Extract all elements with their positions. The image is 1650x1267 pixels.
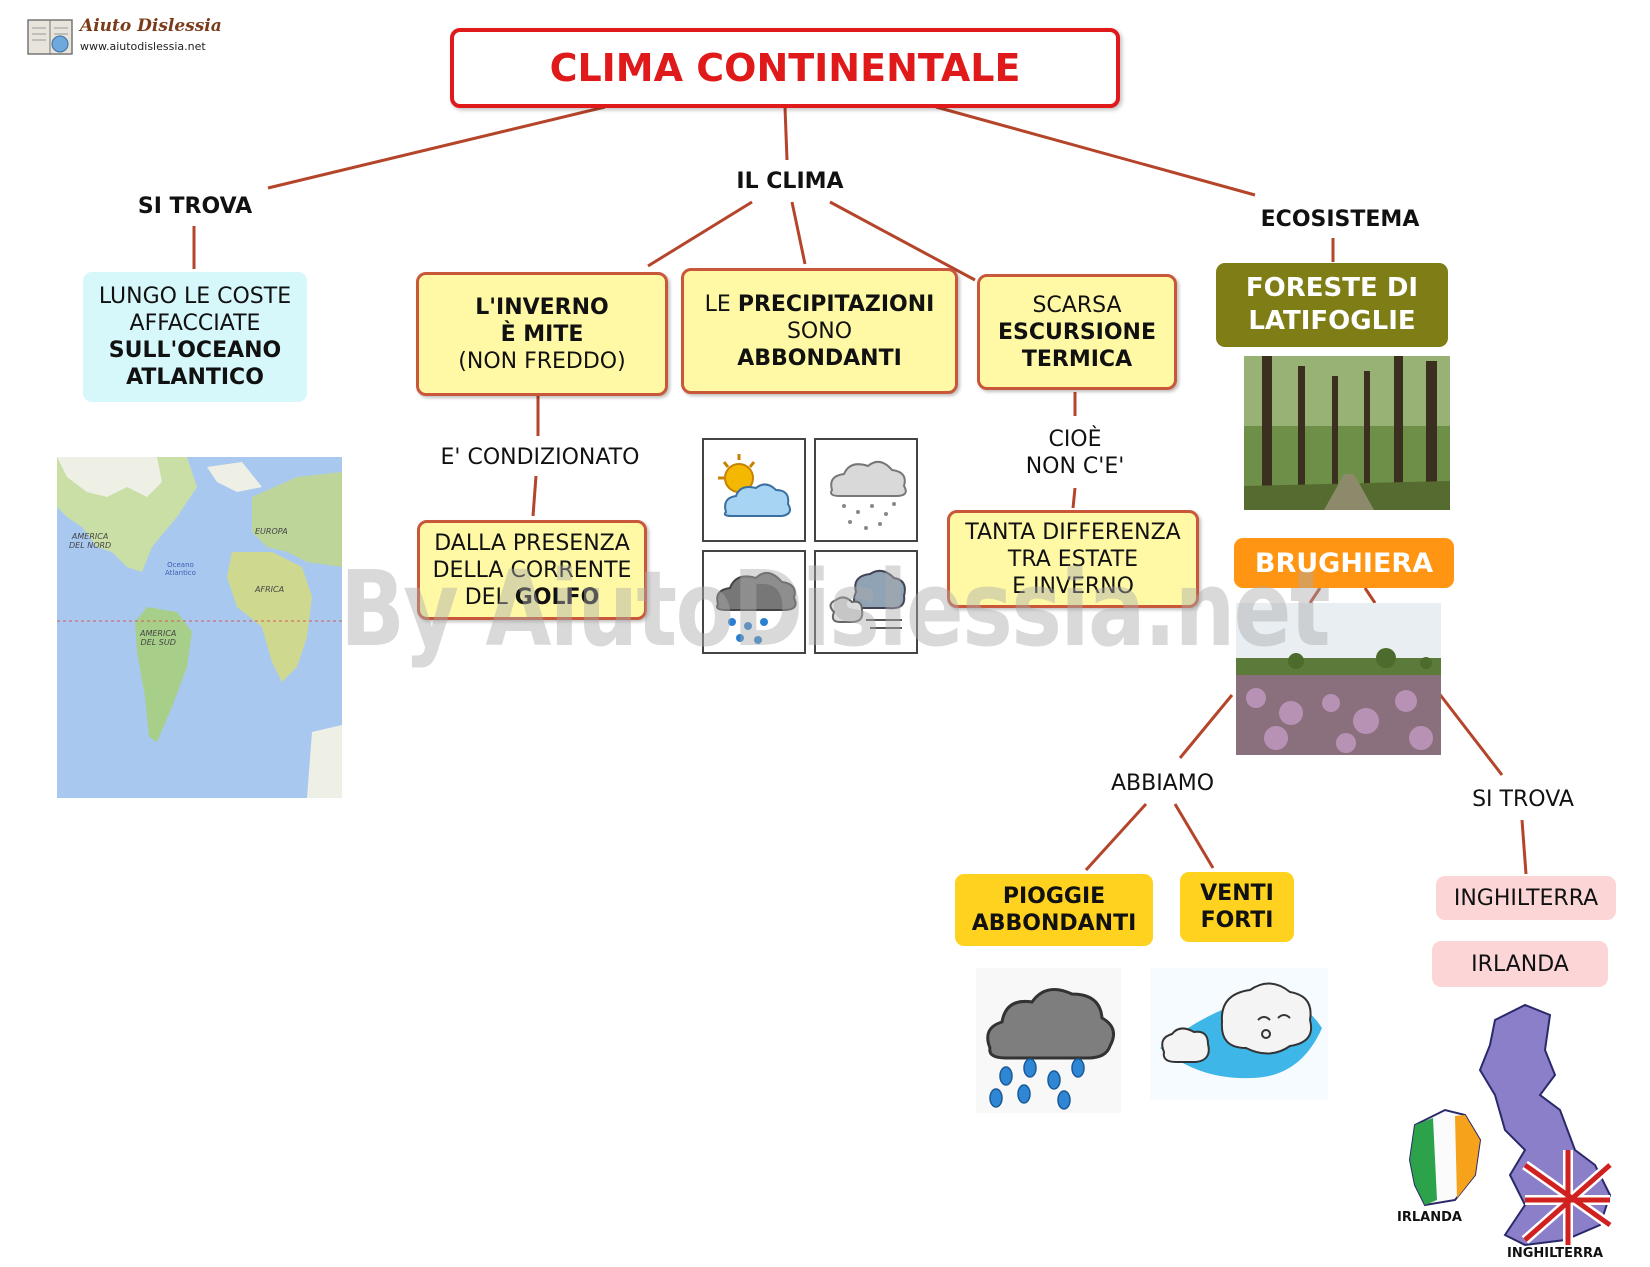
precipitazioni-line1-b: PRECIPITAZIONI	[737, 291, 935, 317]
snow-cloud-icon	[814, 438, 918, 542]
precipitazioni-line1-a: LE	[704, 291, 738, 317]
map-america-sud-2: DEL SUD	[140, 638, 176, 647]
coste-box: LUNGO LE COSTE AFFACCIATE SULL'OCEANO AT…	[83, 272, 307, 402]
differenza-line3: E INVERNO	[1012, 573, 1134, 599]
logo-url: www.aiutodislessia.net	[80, 40, 206, 53]
label-cioe: CIOÈ NON C'E'	[990, 426, 1160, 480]
rain-cloud-icon	[702, 550, 806, 654]
precipitazioni-box: LE PRECIPITAZIONI SONO ABBONDANTI	[681, 268, 958, 394]
differenza-line2: TRA ESTATE	[1007, 546, 1139, 572]
uk-map: IRLANDA INGHILTERRA	[1385, 1000, 1621, 1262]
venti-line2: FORTI	[1200, 908, 1274, 933]
forest-image	[1244, 356, 1450, 510]
label-il-clima: IL CLIMA	[736, 169, 844, 194]
differenza-box: TANTA DIFFERENZA TRA ESTATE E INVERNO	[947, 510, 1199, 608]
irlanda-label: IRLANDA	[1471, 951, 1569, 977]
coste-line3: SULL'OCEANO	[108, 338, 282, 363]
foreste-line1: FORESTE DI	[1245, 273, 1419, 303]
label-si-trova: SI TROVA	[137, 194, 253, 219]
brughiera-box: BRUGHIERA	[1234, 538, 1454, 588]
venti-box: VENTI FORTI	[1180, 872, 1294, 942]
golfo-box: DALLA PRESENZA DELLA CORRENTE DEL GOLFO	[417, 520, 647, 620]
cioe-line2: NON C'E'	[1025, 454, 1125, 479]
brughiera-label: BRUGHIERA	[1254, 547, 1434, 579]
cioe-line1: CIOÈ	[1048, 427, 1102, 452]
label-condizionato: E' CONDIZIONATO	[440, 445, 640, 470]
world-map: AMERICA DEL NORD EUROPA Oceano Atlantico…	[57, 457, 342, 798]
label-abbiamo: ABBIAMO	[1110, 771, 1215, 796]
map-oceano-2: Atlantico	[165, 569, 196, 577]
map-america-nord-2: DEL NORD	[69, 541, 112, 550]
inghilterra-box: INGHILTERRA	[1436, 876, 1616, 920]
map-africa: AFRICA	[255, 585, 285, 594]
golfo-line2: DELLA CORRENTE	[432, 557, 632, 583]
inverno-box: L'INVERNO È MITE (NON FREDDO)	[416, 272, 668, 396]
piogge-box: PIOGGIE ABBONDANTI	[955, 874, 1153, 946]
heath-image	[1236, 603, 1441, 755]
golfo-line3-b: GOLFO	[514, 584, 600, 610]
coste-line1: LUNGO LE COSTE	[98, 284, 292, 309]
irlanda-box: IRLANDA	[1432, 941, 1608, 987]
page-title: CLIMA CONTINENTALE	[549, 46, 1021, 90]
map-america-sud-1: AMERICA	[140, 629, 177, 638]
wind-large-icon	[1150, 968, 1328, 1100]
uk-map-inghilterra: INGHILTERRA	[1507, 1246, 1604, 1261]
coste-line4: ATLANTICO	[126, 365, 264, 390]
rain-cloud-large-icon	[976, 968, 1121, 1113]
piogge-line1: PIOGGIE	[1002, 884, 1106, 909]
golfo-line3-a: DEL	[464, 584, 515, 610]
differenza-line1: TANTA DIFFERENZA	[965, 519, 1181, 545]
map-america-nord-1: AMERICA	[71, 532, 109, 541]
inverno-line3: (NON FREDDO)	[458, 348, 626, 374]
escursione-line1: SCARSA	[1032, 292, 1122, 318]
precipitazioni-line3: ABBONDANTI	[737, 345, 902, 371]
golfo-line1: DALLA PRESENZA	[434, 530, 630, 556]
label-si-trova-2: SI TROVA	[1472, 787, 1574, 812]
wind-icon	[814, 550, 918, 654]
escursione-line2: ESCURSIONE	[998, 319, 1156, 345]
map-oceano-1: Oceano	[167, 561, 194, 569]
inverno-line1: L'INVERNO	[475, 294, 609, 320]
precipitazioni-line2: SONO	[786, 318, 853, 344]
title-box: CLIMA CONTINENTALE	[450, 28, 1120, 108]
uk-map-irlanda: IRLANDA	[1397, 1210, 1462, 1225]
logo-name: Aiuto Dislessia	[80, 16, 222, 36]
coste-line2: AFFACCIATE	[129, 311, 261, 336]
continents-illustration	[57, 457, 342, 798]
foreste-line2: LATIFOGLIE	[1248, 306, 1416, 336]
escursione-box: SCARSA ESCURSIONE TERMICA	[977, 274, 1177, 390]
escursione-line3: TERMICA	[1021, 346, 1133, 372]
watermark: By AiutoDislessia.net	[340, 548, 1331, 670]
inghilterra-label: INGHILTERRA	[1453, 885, 1599, 911]
book-icon	[27, 19, 73, 55]
foreste-box: FORESTE DI LATIFOGLIE	[1216, 263, 1448, 347]
inverno-line2: È MITE	[500, 321, 584, 347]
weather-icons-grid	[702, 438, 918, 654]
sun-cloud-icon	[702, 438, 806, 542]
label-ecosistema: ECOSISTEMA	[1260, 207, 1420, 232]
piogge-line2: ABBONDANTI	[971, 911, 1137, 936]
logo[interactable]: Aiuto Dislessia www.aiutodislessia.net	[26, 16, 222, 60]
venti-line1: VENTI	[1200, 881, 1274, 906]
map-europa: EUROPA	[255, 527, 288, 536]
